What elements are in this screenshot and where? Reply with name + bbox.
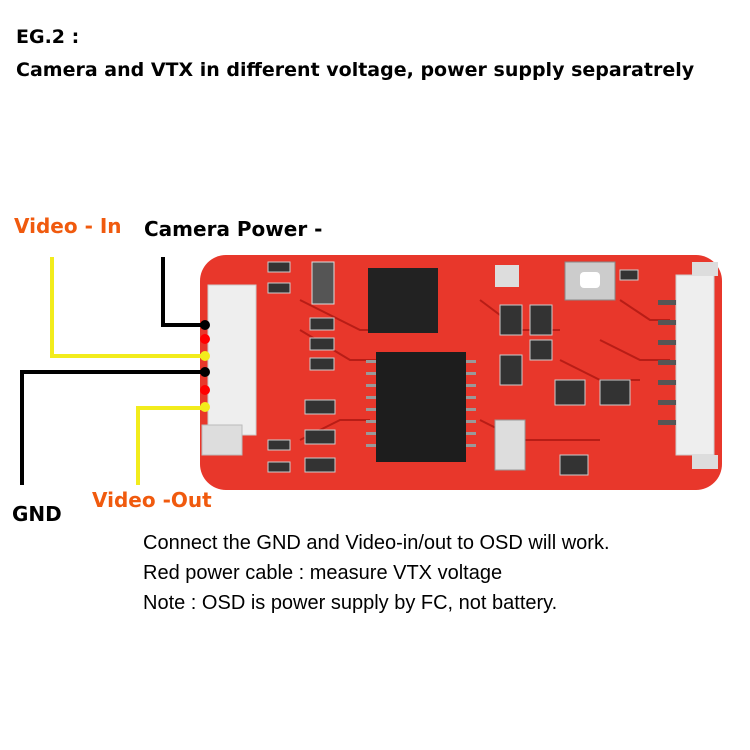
pin-red-2: [200, 385, 210, 395]
left-connector: [207, 284, 257, 436]
example-heading: EG.2 :: [16, 26, 80, 48]
wire-video-in: [50, 257, 205, 358]
pin-gnd: [200, 367, 210, 377]
pin-camera-power: [200, 320, 210, 330]
wire-camera-power: [161, 257, 205, 327]
label-camera-power: Camera Power -: [144, 217, 323, 241]
wire-gnd: [20, 370, 205, 485]
note-line-1: Connect the GND and Video-in/out to OSD …: [143, 532, 610, 554]
pin-video-in: [200, 351, 210, 361]
note-line-3: Note : OSD is power supply by FC, not ba…: [143, 592, 558, 614]
note-line-2: Red power cable : measure VTX voltage: [143, 562, 503, 584]
label-video-out: Video -Out: [92, 488, 212, 512]
wire-video-out: [136, 406, 205, 485]
diagram-title: Camera and VTX in different voltage, pow…: [16, 59, 695, 81]
video-chip: [376, 352, 466, 462]
mcu-chip: [368, 268, 438, 333]
label-video-in: Video - In: [14, 214, 122, 238]
label-gnd: GND: [12, 502, 62, 526]
right-connector: [675, 274, 715, 456]
pin-red-1: [200, 334, 210, 344]
pin-video-out: [200, 402, 210, 412]
